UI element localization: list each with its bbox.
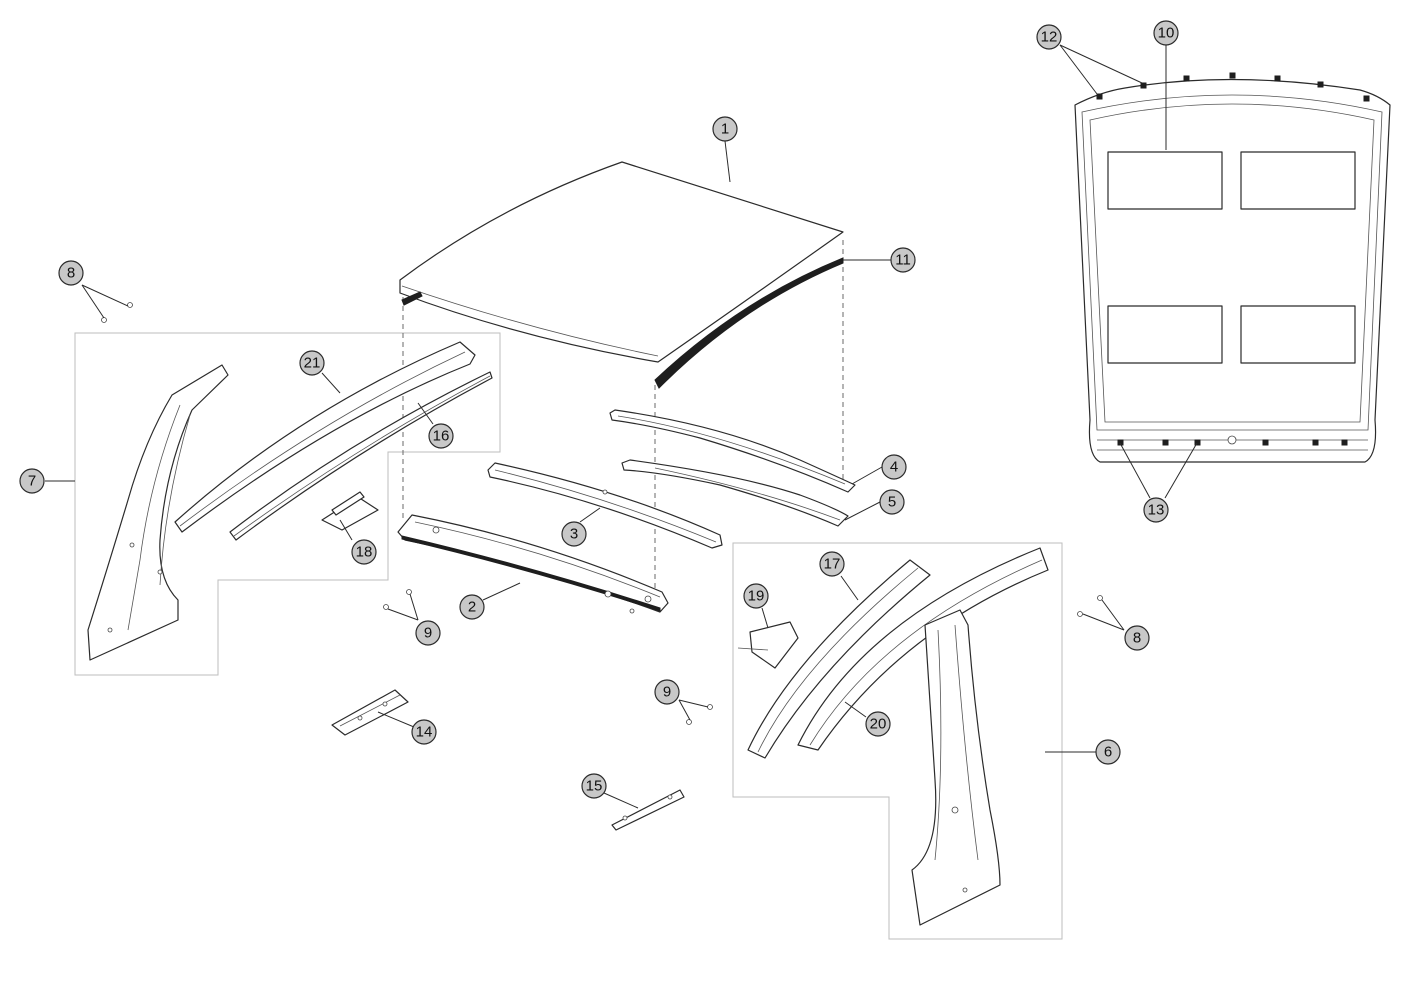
callout-label: 8 — [1133, 630, 1141, 647]
group-box-right — [732, 542, 1063, 940]
callout-label: 5 — [888, 494, 896, 511]
callout-10: 10 — [1153, 20, 1179, 46]
callout-label: 8 — [67, 265, 75, 282]
front-roof-header — [397, 514, 669, 614]
callout-label: 16 — [433, 428, 450, 445]
callout-label: 7 — [28, 473, 36, 490]
callout-label: 2 — [468, 599, 476, 616]
roof-panel-underside — [1074, 72, 1391, 463]
callout-label: 4 — [890, 459, 898, 476]
callout-5: 5 — [879, 489, 905, 515]
roof-panel — [399, 161, 844, 363]
callout-6: 6 — [1095, 739, 1121, 765]
callout-label: 1 — [721, 121, 729, 138]
callout-1: 1 — [712, 116, 738, 142]
fasteners — [101, 302, 1103, 725]
left-roof-rail-inner — [229, 371, 493, 541]
callout-7: 7 — [19, 468, 45, 494]
callout-18: 18 — [351, 539, 377, 565]
underside-clips-bottom — [1117, 439, 1348, 446]
callout-4: 4 — [881, 454, 907, 480]
rear-roof-rail — [609, 409, 856, 493]
callout-label: 17 — [824, 556, 841, 573]
rear-roof-bow — [621, 459, 849, 527]
callout-9-left: 9 — [415, 620, 441, 646]
callout-12: 12 — [1036, 24, 1062, 50]
callout-label: 9 — [424, 625, 432, 642]
callout-21: 21 — [299, 350, 325, 376]
callout-label: 6 — [1104, 744, 1112, 761]
group-box-left — [74, 332, 501, 676]
callout-label: 18 — [356, 544, 373, 561]
right-small-bracket — [737, 621, 799, 669]
callout-9-right: 9 — [654, 679, 680, 705]
callout-15: 15 — [581, 773, 607, 799]
callout-2: 2 — [459, 594, 485, 620]
right-roof-rail-inner — [747, 559, 931, 759]
bracket-14 — [331, 689, 409, 736]
callout-label: 19 — [748, 588, 765, 605]
callout-label: 15 — [586, 778, 603, 795]
callout-17: 17 — [819, 551, 845, 577]
callout-label: 13 — [1148, 502, 1165, 519]
callout-14: 14 — [411, 719, 437, 745]
callout-label: 20 — [870, 716, 887, 733]
callout-label: 12 — [1041, 29, 1058, 46]
bracket-15 — [611, 789, 685, 831]
left-pillar-assembly — [87, 364, 229, 661]
callout-label: 10 — [1158, 25, 1175, 42]
left-small-bracket — [321, 491, 379, 531]
callout-11: 11 — [890, 247, 916, 273]
callout-20: 20 — [865, 711, 891, 737]
callout-8-right: 8 — [1124, 625, 1150, 651]
callout-13: 13 — [1143, 497, 1169, 523]
callout-label: 9 — [663, 684, 671, 701]
right-roof-rail-outer — [797, 547, 1049, 751]
center-roof-bow — [487, 462, 723, 549]
callout-label: 14 — [416, 724, 433, 741]
right-pillar-assembly — [911, 609, 1001, 926]
callout-label: 3 — [570, 526, 578, 543]
leader-lines — [45, 44, 1198, 809]
callout-3: 3 — [561, 521, 587, 547]
left-roof-rail-outer — [174, 341, 476, 533]
callout-8-left: 8 — [58, 260, 84, 286]
underside-clips-top — [1096, 72, 1370, 102]
callout-label: 21 — [304, 355, 321, 372]
callout-label: 11 — [895, 252, 911, 269]
roof-seal-strip — [401, 257, 844, 389]
alignment-lines — [402, 240, 844, 598]
callout-16: 16 — [428, 423, 454, 449]
callout-19: 19 — [743, 583, 769, 609]
